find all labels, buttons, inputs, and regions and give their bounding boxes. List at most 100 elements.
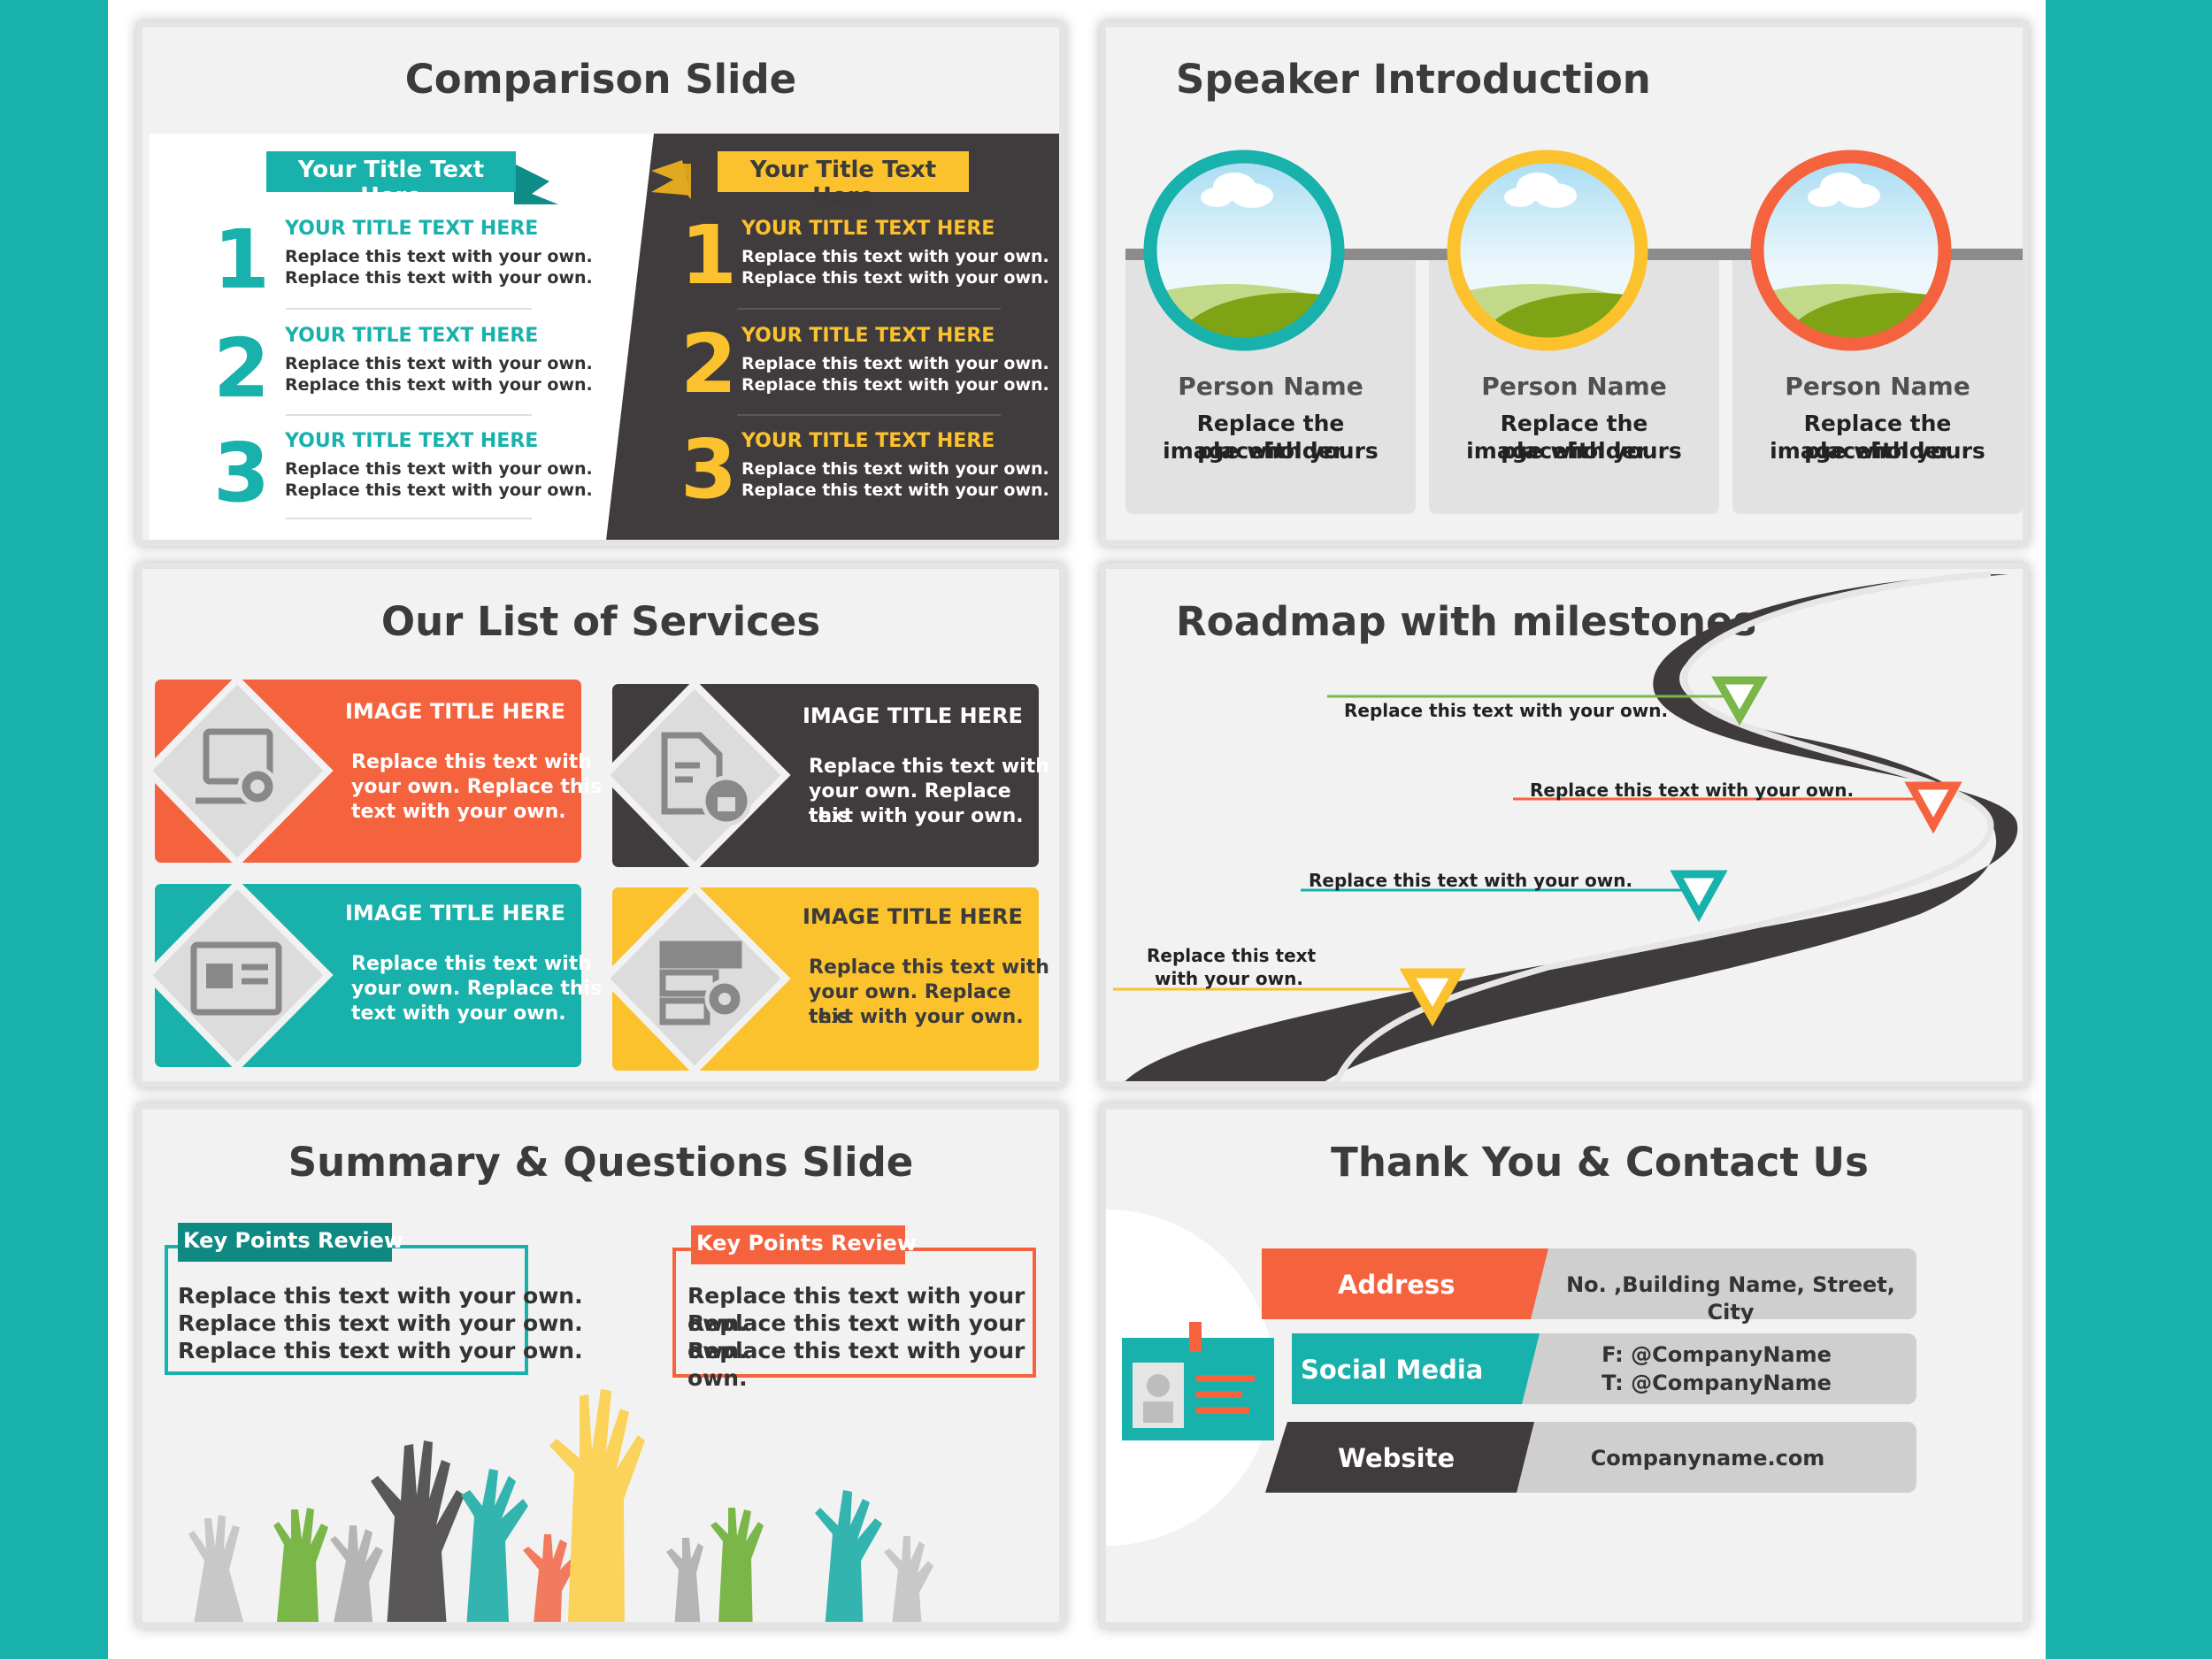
right-item-title: YOUR TITLE TEXT HERE [741,430,995,452]
person-desc: image with yours [1163,438,1379,464]
contact-art [1106,1210,1916,1546]
milestone-label: Replace this text with your own. [1344,700,1669,721]
key-points-text: Replace this text with your own. [687,1310,1025,1363]
comparison-bg [150,134,1059,540]
person-desc: image with yours [1770,438,1985,464]
milestone-label: Replace this text [1147,945,1317,966]
person-desc: Replace the placeholder [1196,411,1345,464]
right-item-title: YOUR TITLE TEXT HERE [741,325,995,347]
service-card-text: your own. Replace this [809,780,1011,827]
service-card-title: IMAGE TITLE HERE [345,901,565,926]
left-item-text: Replace this text with your own. [285,480,593,500]
milestone-marker [1711,676,1768,726]
milestone-marker [1670,870,1728,923]
computer-settings-icon [196,728,278,807]
right-item-text: Replace this text with your own. [741,247,1049,266]
person-name: Person Name [1785,372,1970,401]
service-card-text: text with your own. [351,801,566,823]
right-item-title: YOUR TITLE TEXT HERE [741,218,995,240]
left-item-text: Replace this text with your own. [285,459,593,479]
key-points-text: Replace this text with your own. [687,1338,1025,1391]
service-card-text: Replace this text with [351,953,592,975]
key-points-tag: Key Points Review [183,1228,404,1253]
facebook-handle[interactable]: F: @CompanyName [1601,1342,1832,1367]
slide-title: Thank You & Contact Us [1331,1139,1869,1186]
service-card-title: IMAGE TITLE HERE [803,703,1023,728]
summary-art [165,1223,1036,1622]
service-card-text: your own. Replace this [351,776,603,798]
person-name: Person Name [1481,372,1667,401]
service-card-title: IMAGE TITLE HERE [803,904,1023,929]
key-points-text: Replace this text with your own. [178,1338,583,1363]
milestone-label: Replace this text with your own. [1309,870,1633,891]
website-value[interactable]: Companyname.com [1590,1446,1825,1471]
left-number: 2 [213,321,271,416]
milestone-marker [1399,968,1466,1027]
slide-title: Speaker Introduction [1176,56,1651,103]
left-number: 3 [213,426,271,520]
slide-title: Our List of Services [380,598,821,645]
key-points-text: Replace this text with your own. [178,1310,583,1336]
key-points-text: Replace this text with your own. [687,1283,1025,1336]
service-card-text: Replace this text with [809,956,1049,979]
left-item-text: Replace this text with your own. [285,375,593,395]
right-number: 2 [680,317,738,411]
website-label: Website [1338,1443,1455,1473]
service-card-title: IMAGE TITLE HERE [345,699,565,724]
webpage-icon [190,941,282,1016]
server-settings-icon [659,941,745,1025]
right-number: 3 [680,422,738,517]
roadmap-slide[interactable]: Roadmap with milestones Replace this tex… [1100,563,2029,1087]
right-item-text: Replace this text with your own. [741,480,1049,500]
left-item-title: YOUR TITLE TEXT HERE [285,218,539,240]
speaker-slide[interactable]: Speaker Introduction [1100,21,2029,546]
social-media-label: Social Media [1301,1355,1484,1385]
key-points-tag: Key Points Review [696,1231,918,1256]
address-value[interactable]: No. ,Building Name, Street, City [1566,1272,1895,1325]
person-desc: Replace the placeholder [1803,411,1952,464]
person-desc: Replace the placeholder [1500,411,1648,464]
left-item-title: YOUR TITLE TEXT HERE [285,430,539,452]
address-label: Address [1338,1270,1455,1300]
service-card-text: text with your own. [809,1006,1024,1028]
contact-slide[interactable]: Thank You & Contact Us Address No. ,Buil… [1100,1103,2029,1628]
left-item-text: Replace this text with your own. [285,268,593,288]
milestone-marker [1904,781,1962,834]
left-item-text: Replace this text with your own. [285,354,593,373]
services-cards [142,674,1039,1076]
twitter-handle[interactable]: T: @CompanyName [1601,1371,1832,1395]
left-item-title: YOUR TITLE TEXT HERE [285,325,539,347]
right-item-text: Replace this text with your own. [741,459,1049,479]
right-item-text: Replace this text with your own. [741,354,1049,373]
speaker-art [1125,150,2023,514]
milestone-label: Replace this text with your own. [1530,780,1855,801]
service-card-text: your own. Replace this [809,981,1011,1028]
service-card-text: Replace this text with [809,756,1049,778]
left-header: Your Title Text Here [297,157,485,210]
milestone-label: with your own. [1155,968,1303,989]
services-slide[interactable]: Our List of Services [136,563,1065,1087]
summary-slide[interactable]: Summary & Questions Slide Key Points Rev… [136,1103,1065,1628]
slide-title: Comparison Slide [404,56,797,103]
right-number: 1 [680,208,738,303]
road-graphic [1113,571,2018,1081]
slide-title: Summary & Questions Slide [288,1139,914,1186]
person-name: Person Name [1178,372,1363,401]
left-item-text: Replace this text with your own. [285,247,593,266]
service-card-text: your own. Replace this [351,978,603,1000]
right-teal-border [2046,0,2212,1659]
id-card-icon [1122,1322,1274,1440]
service-card-text: text with your own. [809,805,1024,827]
right-item-text: Replace this text with your own. [741,375,1049,395]
comparison-slide[interactable]: Comparison Slide Your Title Text Here Yo… [136,21,1065,546]
right-header: Your Title Text Here [749,157,937,210]
service-card-text: text with your own. [351,1002,566,1025]
document-lock-icon [661,732,752,826]
slide-title: Roadmap with milestones [1176,598,1757,645]
left-teal-border [0,0,108,1659]
right-item-text: Replace this text with your own. [741,268,1049,288]
key-points-text: Replace this text with your own. [178,1283,583,1309]
service-card-text: Replace this text with [351,751,592,773]
person-desc: image with yours [1466,438,1682,464]
raised-hands-illustration [188,1389,933,1622]
